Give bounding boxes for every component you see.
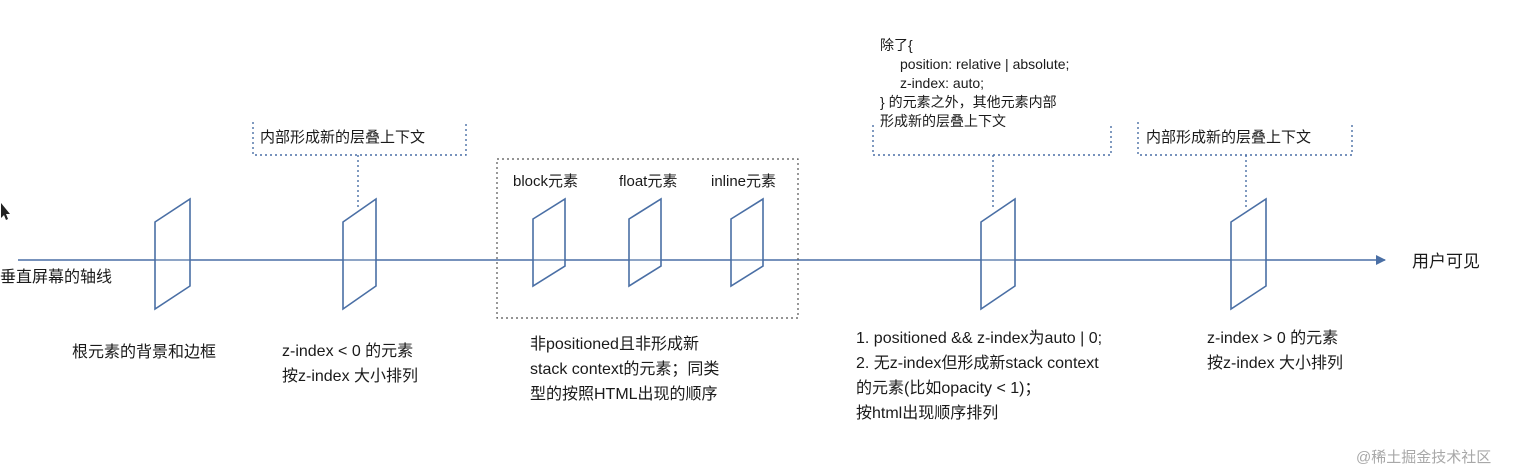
negative-layer-label: z-index < 0 的元素 按z-index 大小排列 bbox=[282, 339, 418, 389]
note-bracket-negative bbox=[252, 122, 467, 210]
float-element-label: float元素 bbox=[619, 173, 678, 190]
positioned-line-1: 1. positioned && z-index为auto | 0; bbox=[856, 330, 1103, 347]
layer-plane-inline bbox=[730, 197, 764, 288]
positioned-line-3: 的元素(比如opacity < 1)； bbox=[856, 380, 1041, 397]
layer-plane-positive bbox=[1230, 197, 1267, 311]
negative-layer-line-2: 按z-index 大小排列 bbox=[282, 368, 419, 385]
positive-layer-label: z-index > 0 的元素 按z-index 大小排列 bbox=[1207, 326, 1343, 376]
root-layer-label: 根元素的背景和边框 bbox=[72, 344, 217, 361]
positive-layer-note: 内部形成新的层叠上下文 bbox=[1146, 129, 1312, 146]
positive-layer-line-1: z-index > 0 的元素 bbox=[1207, 330, 1339, 347]
inline-element-label: inline元素 bbox=[711, 173, 777, 190]
positioned-auto-note: 除了{ position: relative | absolute; z-ind… bbox=[880, 36, 1069, 131]
positioned-note-line-1: 除了{ bbox=[880, 37, 913, 53]
positioned-line-4: 按html出现顺序排列 bbox=[856, 405, 999, 422]
note-bracket-positioned-auto bbox=[872, 125, 1112, 210]
layer-plane-root bbox=[154, 197, 191, 311]
normal-flow-description: 非positioned且非形成新 stack context的元素；同类 型的按… bbox=[530, 332, 719, 407]
axis-left-label: 垂直屏幕的轴线 bbox=[0, 269, 113, 286]
mouse-cursor-icon bbox=[1, 203, 10, 220]
normal-flow-group-box bbox=[496, 158, 799, 319]
axis-right-label: 用户可见 bbox=[1412, 252, 1480, 271]
note-bracket-positive bbox=[1137, 122, 1353, 210]
block-element-label: block元素 bbox=[513, 173, 579, 190]
layer-plane-positioned-auto bbox=[980, 197, 1016, 311]
positive-layer-line-2: 按z-index 大小排列 bbox=[1207, 355, 1344, 372]
watermark: @稀土掘金技术社区 bbox=[1356, 449, 1492, 466]
negative-layer-line-1: z-index < 0 的元素 bbox=[282, 343, 414, 360]
negative-layer-note: 内部形成新的层叠上下文 bbox=[260, 129, 426, 146]
normal-flow-line-1: 非positioned且非形成新 bbox=[530, 336, 699, 353]
layer-plane-negative bbox=[342, 197, 377, 311]
layer-plane-block bbox=[532, 197, 566, 288]
positioned-note-line-2: position: relative | absolute; bbox=[900, 56, 1070, 72]
positioned-note-line-5: 形成新的层叠上下文 bbox=[880, 113, 1006, 129]
normal-flow-line-2: stack context的元素；同类 bbox=[530, 361, 720, 378]
normal-flow-line-3: 型的按照HTML出现的顺序 bbox=[530, 386, 718, 403]
positioned-note-line-3: z-index: auto; bbox=[900, 75, 985, 91]
positioned-auto-description: 1. positioned && z-index为auto | 0; 2. 无z… bbox=[856, 326, 1102, 426]
positioned-note-line-4: } 的元素之外，其他元素内部 bbox=[880, 94, 1057, 110]
layer-plane-float bbox=[628, 197, 662, 288]
positioned-line-2: 2. 无z-index但形成新stack context bbox=[856, 355, 1099, 372]
